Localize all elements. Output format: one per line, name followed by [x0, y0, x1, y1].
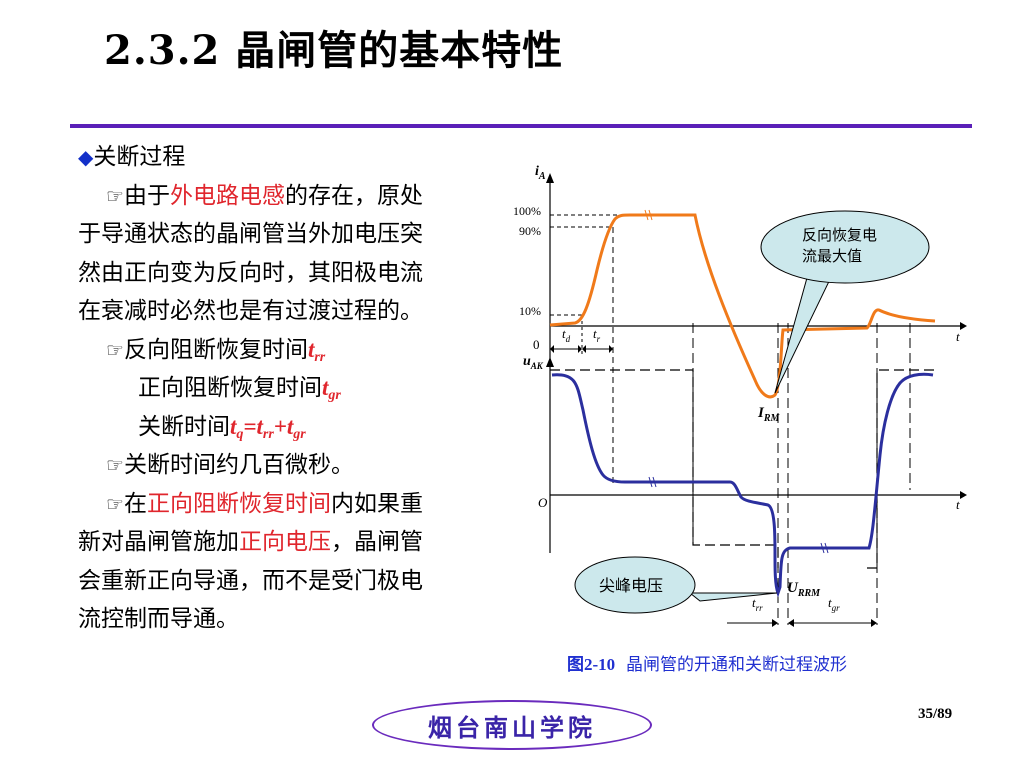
- figure-title: 晶闸管的开通和关断过程波形: [625, 655, 847, 675]
- para3-line: ☞关断时间约几百微秒。: [106, 452, 354, 478]
- pointing-hand-icon: ☞: [106, 453, 124, 477]
- origin-label: O: [538, 495, 548, 510]
- pointing-hand-icon: ☞: [106, 337, 124, 362]
- tgr-symbol: tgr: [322, 375, 341, 403]
- label-100pct: 100%: [513, 204, 541, 218]
- callout-irm-bubble: [760, 210, 930, 284]
- highlight-forward-voltage: 正向电压: [239, 529, 331, 555]
- arrow-icon: [871, 619, 877, 627]
- tr-label: tr: [593, 326, 601, 344]
- highlight-forward-recovery: 正向阻断恢复时间: [146, 490, 331, 517]
- arrow-icon: [772, 619, 778, 627]
- label-10pct: 10%: [519, 304, 541, 318]
- uak-axis-label: uAK: [523, 354, 544, 371]
- urrm-label: URRM: [787, 580, 821, 599]
- break-mark-icon: [644, 209, 653, 221]
- heading-line: ◆关断过程: [78, 138, 508, 177]
- diamond-bullet-icon: ◆: [78, 145, 94, 169]
- current-t-label: t: [956, 329, 960, 344]
- anode-current-curve: [549, 213, 936, 399]
- highlight-inductance: 外电路电感: [169, 182, 285, 209]
- tgr-line: 正向阻断恢复时间tgr: [138, 375, 341, 403]
- figure-number: 图2-10: [567, 655, 616, 674]
- arrow-icon: [788, 619, 794, 627]
- body-text: ◆关断过程 ☞由于外电路电感的存在，原处 于导通状态的晶闸管当外加电压突 然由正…: [78, 138, 508, 639]
- page-number: 35/89: [918, 706, 953, 722]
- callout-irm-line2: 流最大值: [802, 247, 862, 265]
- ia-axis-label: iA: [535, 164, 546, 182]
- callout-urrm-text: 尖峰电压: [599, 576, 663, 595]
- school-badge: 烟台南山学院: [372, 700, 652, 750]
- arrow-icon: [546, 173, 554, 183]
- voltage-t-label: t: [956, 497, 960, 512]
- callout-urrm-bubble: [574, 556, 696, 614]
- label-90pct: 90%: [519, 224, 541, 238]
- para1-line2: 于导通状态的晶闸管当外加电压突: [78, 221, 423, 247]
- waveform-diagram: iA 100% 90% 10% 0 t td tr IRM: [513, 164, 967, 627]
- section-heading: 关断过程: [93, 144, 186, 170]
- figure-caption: 图2-10 晶闸管的开通和关断过程波形: [567, 650, 847, 675]
- td-label: td: [562, 326, 571, 344]
- applied-voltage-dashed: [550, 369, 935, 569]
- arrow-icon: [546, 357, 554, 367]
- anode-voltage-curve: [551, 372, 934, 598]
- tq-line: 关断时间tq=trr+tgr: [138, 413, 306, 442]
- break-mark-icon: [820, 542, 829, 554]
- irm-label: IRM: [757, 405, 781, 424]
- para1-line4: 在衰减时必然也是有过渡过程的。: [78, 298, 423, 324]
- page-title: 2.3.2 晶闸管的基本特性: [104, 27, 564, 74]
- para4-line1: ☞在正向阻断恢复时间内如果重: [106, 490, 423, 517]
- para1-line1: ☞由于外电路电感的存在，原处: [106, 182, 423, 209]
- para4-line2: 新对晶闸管施加正向电压，晶闸管: [78, 529, 423, 555]
- arrow-icon: [960, 491, 967, 499]
- label-zero: 0: [533, 337, 540, 352]
- arrow-icon: [550, 345, 554, 353]
- title-divider: [70, 124, 972, 128]
- pointing-hand-icon: ☞: [106, 183, 124, 208]
- trr-symbol: trr: [307, 336, 326, 365]
- trr-diagram-label: trr: [752, 595, 763, 613]
- para4-line3: 会重新正向导通，而不是受门极电: [78, 567, 423, 594]
- tgr-diagram-label: tgr: [828, 595, 840, 613]
- callout-irm-line1: 反向恢复电: [802, 226, 877, 244]
- trr-line: ☞反向阻断恢复时间trr: [106, 336, 326, 365]
- arrow-icon: [960, 322, 967, 330]
- para1-line3: 然由正向变为反向时，其阳极电流: [78, 259, 423, 286]
- arrow-icon: [578, 345, 582, 353]
- callout-urrm-tail: [688, 592, 778, 602]
- pointing-hand-icon: ☞: [106, 491, 124, 516]
- arrow-icon: [609, 345, 613, 353]
- arrow-icon: [582, 345, 586, 353]
- para4-line4: 流控制而导通。: [78, 606, 239, 632]
- tq-formula: tq=trr+tgr: [230, 413, 306, 442]
- break-mark-icon: [648, 476, 657, 488]
